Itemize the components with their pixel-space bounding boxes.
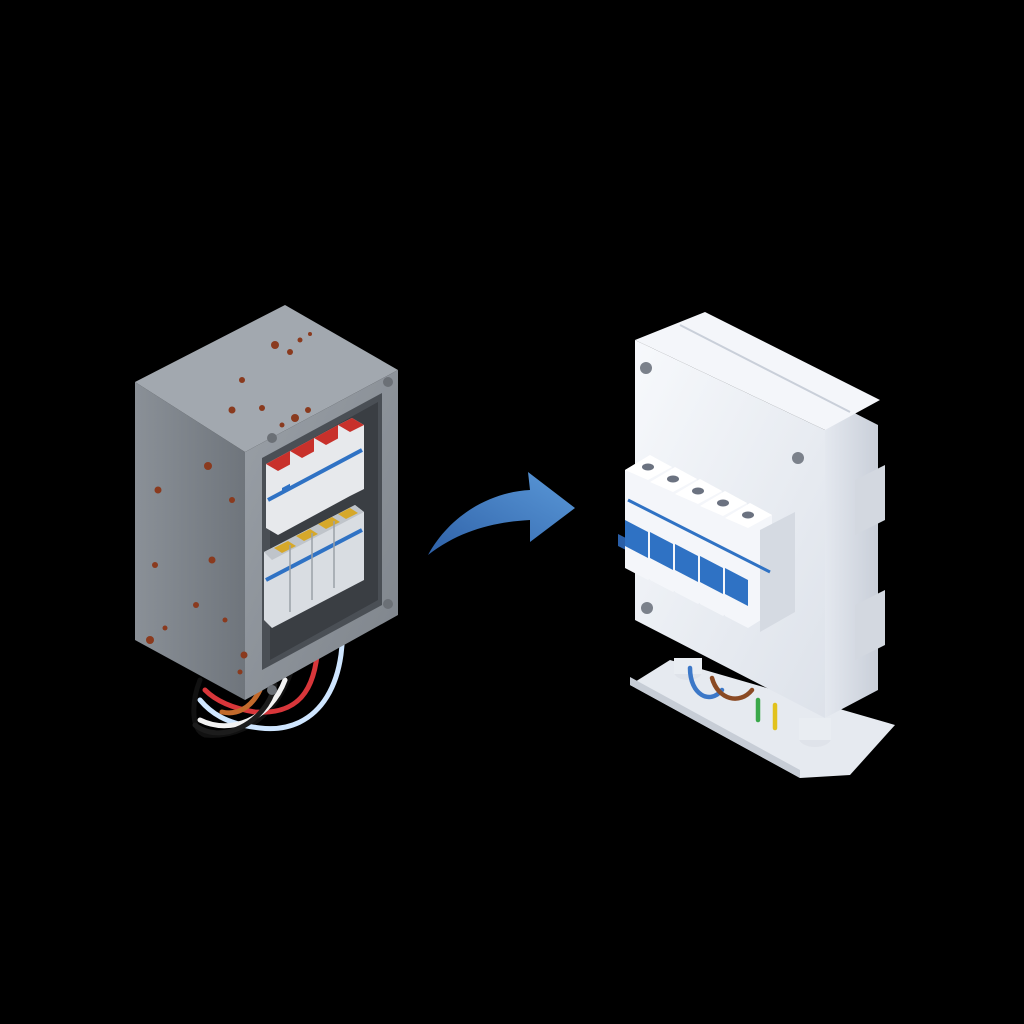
rust-spots xyxy=(146,332,312,675)
old-terminal-yellow xyxy=(318,517,340,529)
old-rusty-panel xyxy=(135,305,398,738)
old-wire-dark xyxy=(192,682,278,736)
old-panel-top xyxy=(135,305,398,452)
new-breakers xyxy=(625,455,795,632)
old-terminal-yellow xyxy=(338,508,358,519)
screw-icon xyxy=(641,602,653,614)
new-panel-wires xyxy=(687,665,778,731)
transition-arrow-icon xyxy=(428,472,575,555)
old-terminal-yellow xyxy=(274,541,296,553)
old-breaker-row-bottom xyxy=(264,505,364,628)
screw-icon xyxy=(267,433,277,443)
screw-icon xyxy=(383,377,393,387)
new-wire-brown xyxy=(709,675,755,701)
latch-icon xyxy=(855,465,885,535)
arrow-body xyxy=(428,472,575,555)
new-panel-side xyxy=(825,398,878,718)
screw-icon xyxy=(792,452,804,464)
old-wire-red xyxy=(202,612,321,715)
old-wire-orange xyxy=(219,687,263,716)
latch-icon xyxy=(855,590,885,660)
old-panel-wires xyxy=(191,597,345,738)
screw-icon xyxy=(267,685,277,695)
old-wire-blue xyxy=(197,597,345,732)
old-breaker-row-top xyxy=(266,418,364,535)
new-clean-panel xyxy=(618,312,895,778)
screw-icon xyxy=(640,362,652,374)
screw-icon xyxy=(383,599,393,609)
old-panel-side xyxy=(135,382,245,700)
new-breaker-side xyxy=(760,512,795,632)
new-panel-lid xyxy=(635,312,880,430)
old-terminal-yellow xyxy=(296,529,318,541)
